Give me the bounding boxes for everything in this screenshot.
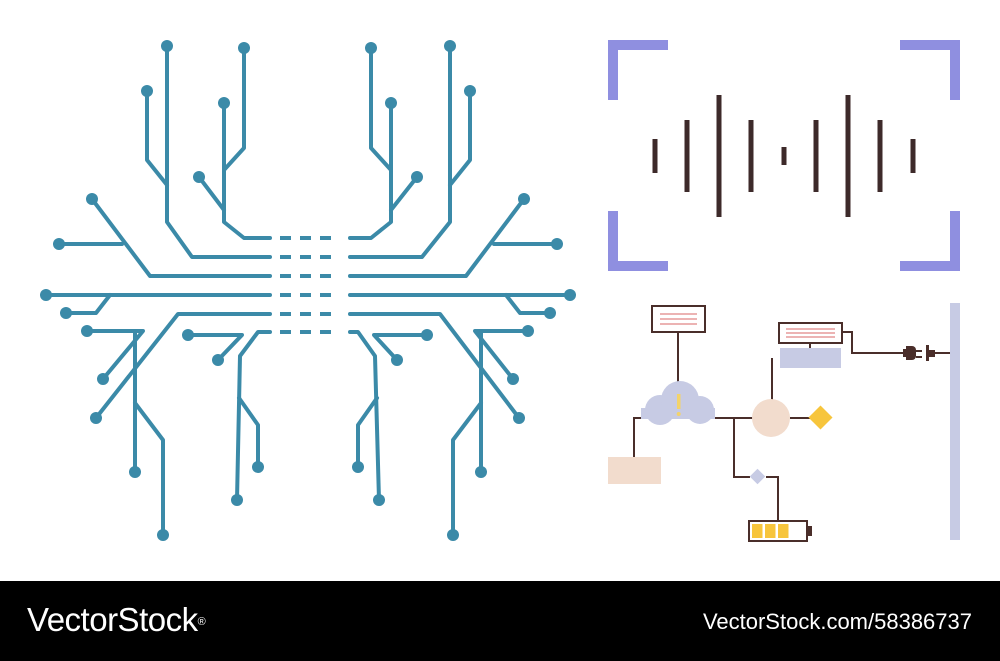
- battery-cells: [752, 524, 789, 538]
- traces-bottom-left: [85, 312, 272, 537]
- battery-cell: [765, 524, 776, 538]
- illustration-canvas: [40, 40, 960, 542]
- traces-top-right: [348, 44, 559, 278]
- battery-cell: [778, 524, 789, 538]
- server-card: [778, 322, 843, 368]
- storage-block: [608, 457, 661, 484]
- watermark-bar: VectorStock® VectorStock.com/58386737: [0, 581, 1000, 661]
- chip-core: [280, 236, 340, 334]
- traces-middle: [44, 293, 572, 315]
- cloud-alert-icon: [641, 381, 715, 425]
- hub-node: [752, 399, 790, 437]
- network-diagram: [608, 303, 960, 542]
- divider-bar: [950, 303, 960, 540]
- connection-wires: [633, 331, 952, 520]
- scan-frame-corners: [608, 40, 960, 271]
- circuit-board-icon: [40, 40, 576, 541]
- battery-icon: [748, 520, 812, 542]
- small-diamond-node: [749, 468, 766, 485]
- image-id: VectorStock.com/58386737: [702, 609, 972, 634]
- traces-bottom-right: [348, 312, 530, 537]
- brand-mark: ®: [197, 616, 206, 628]
- soundwave-bars: [652, 95, 916, 217]
- note-card-top: [651, 305, 706, 333]
- battery-cell: [752, 524, 763, 538]
- power-plug-icon: [903, 345, 935, 361]
- traces-top-left: [57, 44, 272, 278]
- diamond-node: [808, 405, 833, 430]
- brand-name: VectorStock: [27, 601, 198, 638]
- brand-logo: VectorStock®: [27, 600, 206, 640]
- voice-recognition-icon: [608, 40, 960, 271]
- trace-terminals: [40, 40, 576, 541]
